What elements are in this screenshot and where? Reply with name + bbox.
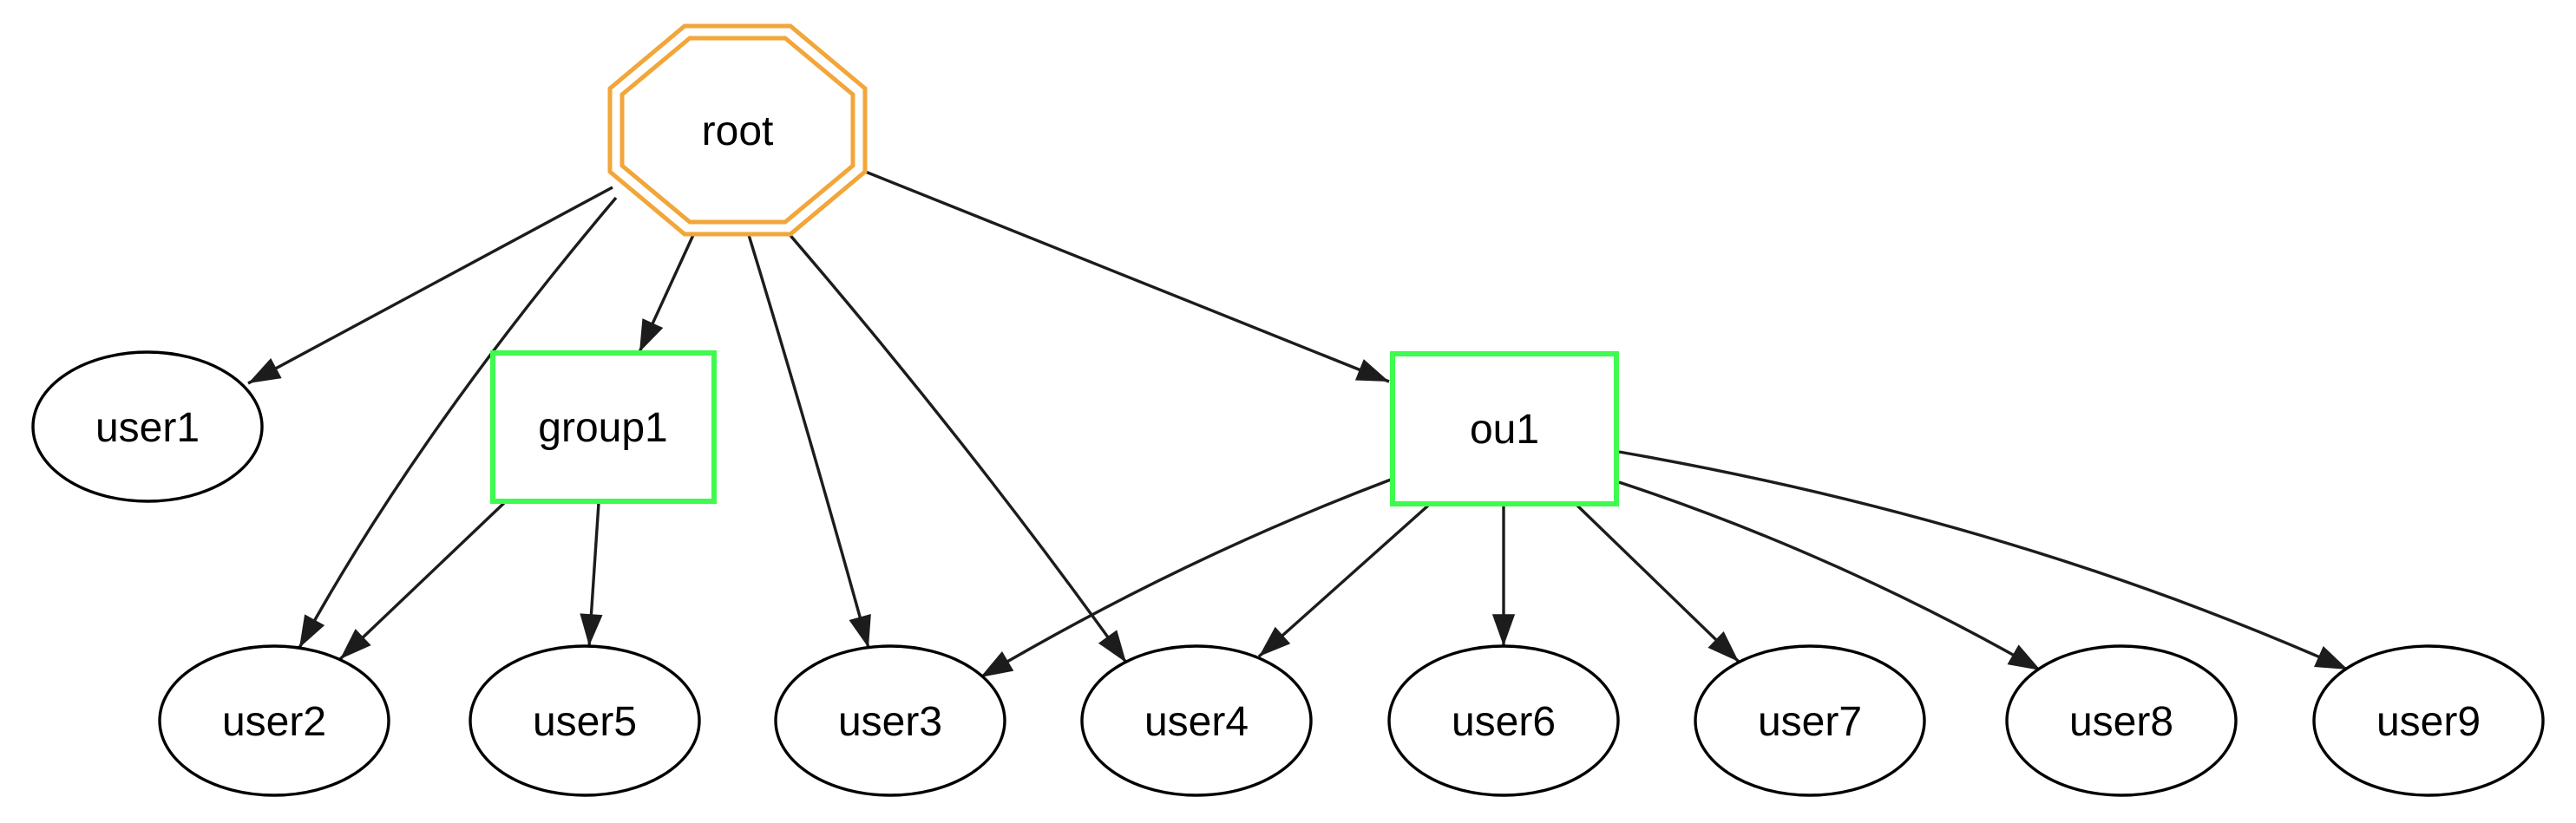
user9-ellipse: [2312, 644, 2545, 797]
edges-layer: [247, 169, 2349, 679]
node-user8: user8: [2005, 644, 2238, 797]
edge-ou1-user8: [1618, 480, 2042, 672]
user1-ellipse: [31, 350, 264, 503]
user4-ellipse: [1080, 644, 1313, 797]
user6-ellipse: [1387, 644, 1620, 797]
node-user1: user1: [31, 350, 264, 503]
node-user7: user7: [1694, 644, 1926, 797]
node-label-user7: user7: [1758, 699, 1862, 745]
edge-group1-user5: [580, 502, 603, 647]
ou1-box: [1390, 351, 1619, 506]
edge-root-user3: [747, 234, 871, 649]
group1-box: [490, 350, 717, 504]
edge-root-user1: [247, 186, 613, 385]
node-label-user8: user8: [2069, 699, 2173, 745]
edge-ou1-user4: [1257, 504, 1430, 658]
edge-group1-user2: [338, 501, 506, 661]
root-outer-octagon: [607, 23, 868, 237]
node-label-user1: user1: [95, 405, 200, 451]
node-user3: user3: [774, 644, 1006, 797]
nodes-layer: root user1 group1 ou1 user2 user5: [31, 23, 2545, 797]
edge-root-ou1: [862, 169, 1390, 383]
edge-ou1-user9: [1618, 450, 2349, 671]
node-label-user5: user5: [533, 699, 637, 745]
node-label-user2: user2: [222, 699, 326, 745]
user3-ellipse: [774, 644, 1006, 797]
node-user4: user4: [1080, 644, 1313, 797]
node-label-ou1: ou1: [1470, 407, 1539, 453]
node-label-user3: user3: [838, 699, 942, 745]
node-label-root: root: [702, 108, 774, 154]
node-user2: user2: [158, 644, 390, 797]
node-label-group1: group1: [538, 405, 667, 451]
user5-ellipse: [469, 644, 701, 797]
node-label-user9: user9: [2376, 699, 2481, 745]
edge-ou1-user7: [1576, 504, 1740, 663]
node-user9: user9: [2312, 644, 2545, 797]
root-inner-octagon: [619, 36, 855, 225]
node-label-user4: user4: [1144, 699, 1249, 745]
edge-root-user2: [298, 196, 618, 649]
user8-ellipse: [2005, 644, 2238, 797]
node-user6: user6: [1387, 644, 1620, 797]
node-label-user6: user6: [1452, 699, 1556, 745]
edge-root-group1: [638, 234, 695, 353]
node-group1: group1: [490, 350, 717, 504]
node-root: root: [607, 23, 868, 237]
user2-ellipse: [158, 644, 390, 797]
node-ou1: ou1: [1390, 351, 1619, 506]
node-user5: user5: [469, 644, 701, 797]
edge-root-user4: [786, 231, 1128, 663]
edge-ou1-user3: [980, 478, 1392, 679]
user7-ellipse: [1694, 644, 1926, 797]
